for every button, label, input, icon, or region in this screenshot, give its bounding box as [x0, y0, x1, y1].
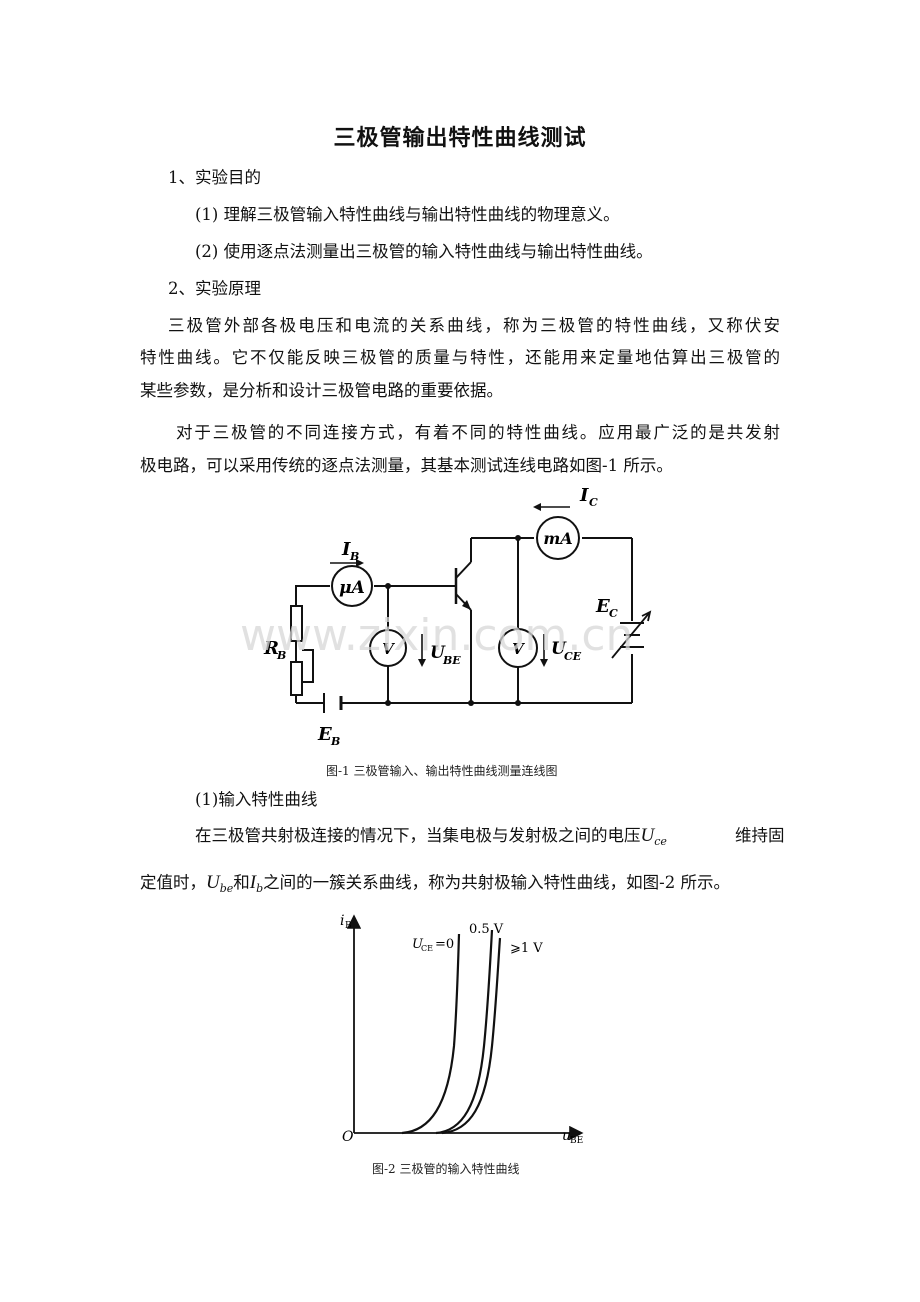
milliammeter-label: mA — [543, 529, 572, 548]
section1-item-1: (1) 理解三极管输入特性曲线与输出特性曲线的物理意义。 — [195, 205, 620, 224]
series-3-label: ⩾1 V — [510, 941, 543, 956]
section1-item-2: (2) 使用逐点法测量出三极管的输入特性曲线与输出特性曲线。 — [195, 242, 653, 261]
ube-voltmeter-label: V — [382, 640, 395, 658]
curve-series-2 — [435, 929, 494, 1135]
uce-label: U — [551, 639, 567, 659]
ib-label: I — [341, 539, 351, 560]
uce-symbol-sub: ce — [654, 835, 667, 848]
ec-sub: C — [609, 607, 618, 620]
line2-and: 和 — [233, 873, 250, 892]
section2-heading: 2、实验原理 — [168, 279, 261, 298]
subsection-heading: (1)输入特性曲线 — [195, 790, 318, 809]
subsection-line2: 定值时，Ube和Ib之间的一簇关系曲线，称为共射极输入特性曲线，如图-2 所示。 — [140, 873, 730, 899]
section1-heading: 1、实验目的 — [168, 168, 261, 187]
ib-symbol: I — [249, 872, 257, 893]
x-axis-label-sub: BE — [570, 1136, 583, 1146]
subsection-line1: 在三极管共射极连接的情况下，当集电极与发射极之间的电压Uce — [195, 826, 667, 852]
watermark-text: www.zixin.com.cn — [240, 610, 633, 661]
x-axis-label: u — [562, 1128, 571, 1144]
line2-suffix: 之间的一簇关系曲线，称为共射极输入特性曲线，如图-2 所示。 — [263, 873, 730, 892]
ube-symbol-sub: be — [219, 882, 234, 895]
eb-sub: B — [330, 735, 340, 748]
series-1-label-tail: =0 — [435, 937, 454, 952]
ic-label: I — [579, 485, 589, 506]
curves-group — [401, 929, 502, 1135]
section2-para1-line1: 三极管外部各极电压和电流的关系曲线，称为三极管的特性曲线，又称伏安 — [168, 316, 780, 335]
origin-label: O — [342, 1129, 354, 1145]
ic-sub: C — [589, 496, 598, 509]
figure1-caption: 图-1 三极管输入、输出特性曲线测量连线图 — [326, 764, 558, 778]
ec-label: E — [595, 596, 610, 617]
uce-voltmeter-label: V — [512, 640, 525, 658]
subsection-line1-end: 维持固 — [735, 826, 785, 845]
section2-para1-line3: 某些参数，是分析和设计三极管电路的重要依据。 — [140, 381, 503, 400]
y-axis-label-sub: B — [345, 921, 352, 931]
series-2-label: 0.5 V — [469, 922, 504, 937]
input-characteristic-chart: i B u BE O U CE =0 0.5 V ⩾1 V — [340, 913, 584, 1146]
section2-para1-line2: 特性曲线。它不仅能反映三极管的质量与特性，还能用来定量地估算出三极管的 — [140, 348, 780, 367]
figure2-caption: 图-2 三极管的输入特性曲线 — [372, 1162, 520, 1176]
series-1-label-sub: CE — [421, 944, 433, 953]
y-axis-label: i — [340, 913, 344, 929]
series-1-label: U — [412, 937, 424, 952]
uce-symbol: U — [640, 825, 655, 846]
curve-series-1 — [401, 933, 461, 1135]
line2-prefix: 定值时， — [140, 873, 206, 892]
ube-sub: BE — [442, 654, 461, 667]
section2-para2-line2: 极电路，可以采用传统的逐点法测量，其基本测试连线电路如图-1 所示。 — [140, 456, 673, 475]
rb-sub: B — [276, 649, 286, 662]
rb-label: R — [263, 638, 279, 659]
ube-symbol: U — [206, 872, 220, 893]
microammeter-label: μA — [339, 578, 365, 598]
circuit-diagram: μA V V mA I B I C R B E B E C U BE U CE … — [240, 485, 652, 748]
section2-para2-line1: 对于三极管的不同连接方式，有着不同的特性曲线。应用最广泛的是共发射 — [176, 423, 780, 442]
uce-sub: CE — [564, 650, 582, 663]
ube-label: U — [430, 643, 446, 663]
subsection-line1-text: 在三极管共射极连接的情况下，当集电极与发射极之间的电压 — [195, 826, 641, 845]
curve-series-3 — [441, 937, 502, 1135]
ib-symbol-sub: b — [256, 882, 264, 895]
page-title: 三极管输出特性曲线测试 — [333, 125, 587, 151]
eb-label: E — [317, 724, 332, 745]
ib-sub: B — [349, 550, 359, 563]
